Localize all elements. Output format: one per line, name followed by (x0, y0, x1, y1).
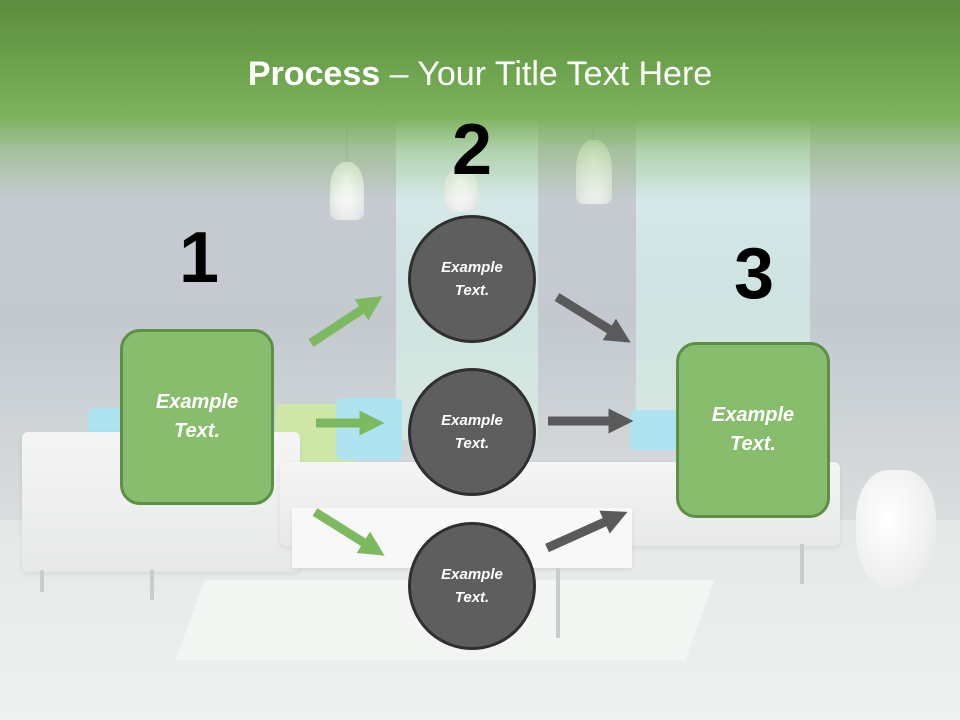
step2-circle-top-text: Example Text. (441, 259, 503, 299)
step2-circle-top[interactable]: Example Text. (408, 215, 536, 343)
decor-vase (856, 470, 936, 590)
sofa-pillow-blue-3 (630, 410, 680, 450)
step-number-1[interactable]: 1 (178, 218, 220, 298)
arrow-circle-top-to-step3 (554, 293, 631, 343)
arrow-step1-to-circle-bottom (312, 508, 385, 556)
arrow-circle-bottom-to-step3 (545, 510, 628, 553)
step1-box-text: Example Text. (155, 391, 239, 442)
step1-box[interactable]: Example Text. (120, 329, 274, 505)
sofa-leg-1 (40, 570, 44, 592)
step-number-2[interactable]: 2 (451, 110, 493, 190)
arrow-step1-to-circle-top (308, 296, 383, 347)
step2-circle-middle-text: Example Text. (441, 412, 503, 452)
sofa-leg-2 (150, 570, 154, 600)
step-number-3[interactable]: 3 (733, 234, 775, 314)
step2-circle-bottom-text: Example Text. (441, 566, 503, 606)
slide-title-bold: Process (247, 55, 381, 93)
table-leg-1 (556, 568, 560, 638)
header-band (0, 0, 960, 200)
step2-circle-middle[interactable]: Example Text. (408, 368, 536, 496)
sofa-leg-3 (800, 544, 804, 584)
step3-box-text: Example Text. (711, 404, 795, 455)
step3-box[interactable]: Example Text. (676, 342, 830, 518)
slide-title[interactable]: Process – Your Title Text Here (0, 52, 960, 96)
step2-circle-bottom[interactable]: Example Text. (408, 522, 536, 650)
slide-title-rest: – Your Title Text Here (380, 55, 713, 93)
